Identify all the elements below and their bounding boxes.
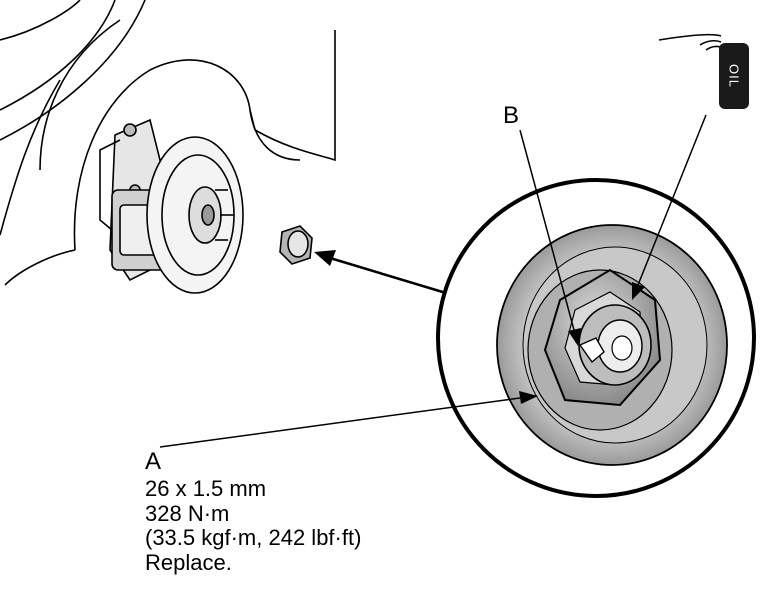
- spec-size: 26 x 1.5 mm: [145, 476, 267, 501]
- callout-a: A: [145, 448, 162, 475]
- oil-tag: OIL: [719, 43, 749, 109]
- spec-torque-nm: 328 N·m: [145, 500, 230, 526]
- spec-note: Replace.: [145, 549, 232, 575]
- spec-torque-alt: (33.5 kgf·m, 242 lbf·ft): [145, 525, 362, 550]
- oil-tag-text: OIL: [726, 64, 742, 88]
- spec-block: 26 x 1.5 mm 328 N·m (33.5 kgf·m, 242 lbf…: [145, 476, 362, 575]
- oil-can-icon: [658, 33, 722, 51]
- hub-assembly-drawing: [0, 0, 336, 294]
- leader-lines: [159, 114, 707, 448]
- magnified-detail-circle: [436, 178, 756, 498]
- spindle-nut-icon: [279, 225, 313, 265]
- pointer-arrow: [314, 250, 447, 295]
- callout-b: B: [503, 102, 520, 129]
